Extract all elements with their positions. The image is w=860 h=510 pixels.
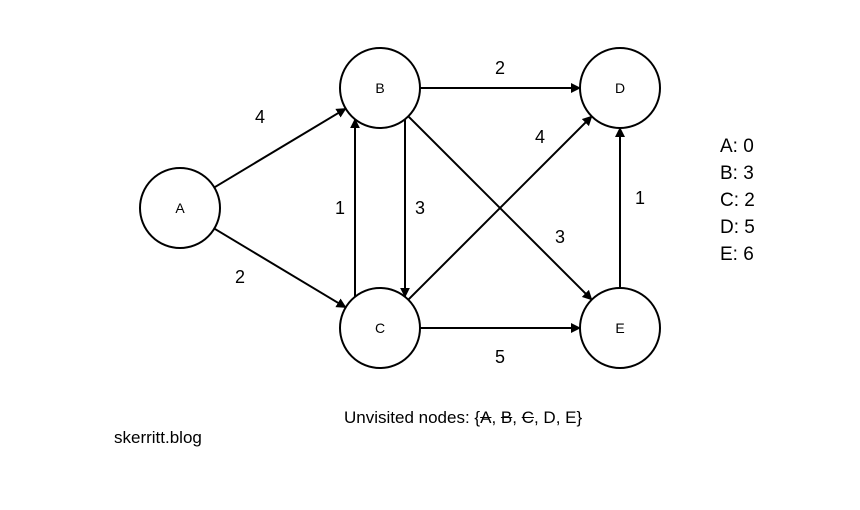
edge-weight-b-c: 3 [415, 198, 425, 218]
unvisited-separator: , [512, 408, 522, 427]
node-e: E [579, 287, 661, 369]
edge-a-c [213, 227, 347, 309]
unvisited-separator: , [491, 408, 501, 427]
distance-c: C: 2 [720, 190, 755, 211]
distance-table: A: 0 B: 3 C: 2 D: 5 E: 6 [720, 133, 755, 268]
edge-c-d [407, 115, 593, 301]
distance-d: D: 5 [720, 217, 755, 238]
watermark: skerritt.blog [114, 428, 202, 447]
distance-e: E: 6 [720, 244, 754, 265]
node-label-c: C [375, 320, 385, 336]
edge-weight-b-d: 2 [495, 58, 505, 78]
edge-weight-c-e: 5 [495, 347, 505, 367]
node-b: B [339, 47, 421, 129]
distance-a: A: 0 [720, 136, 754, 157]
node-circle-d [579, 47, 661, 129]
node-c: C [339, 287, 421, 369]
nodes-layer: A B C D E [139, 47, 661, 369]
node-circle-a [139, 167, 221, 249]
node-circle-b [339, 47, 421, 129]
edge-weight-a-c: 2 [235, 267, 245, 287]
node-circle-e [579, 287, 661, 369]
node-label-e: E [615, 320, 624, 336]
edge-weight-c-d: 4 [535, 127, 545, 147]
unvisited-separator: , [555, 408, 566, 427]
unvisited-item-c: C [521, 408, 534, 427]
unvisited-item-b: B [500, 408, 513, 427]
distance-b: B: 3 [720, 163, 754, 184]
edge-weight-b-e: 3 [555, 227, 565, 247]
unvisited-items: A, B, C, D, E [480, 408, 576, 427]
unvisited-prefix: Unvisited nodes: { [344, 408, 481, 427]
node-label-a: A [175, 200, 185, 216]
unvisited-nodes: Unvisited nodes: {A, B, C, D, E} [344, 408, 582, 428]
edges-layer: 4 2 1 3 2 3 4 5 1 [213, 58, 645, 367]
edge-weight-c-b: 1 [335, 198, 345, 218]
node-label-b: B [375, 80, 384, 96]
unvisited-separator: , [533, 408, 544, 427]
node-d: D [579, 47, 661, 129]
node-circle-c [339, 287, 421, 369]
node-label-d: D [615, 80, 625, 96]
unvisited-item-a: A [480, 408, 492, 427]
unvisited-item-d: D [543, 408, 556, 427]
edge-a-b [213, 107, 347, 189]
edge-weight-a-b: 4 [255, 107, 265, 127]
unvisited-suffix: } [576, 408, 583, 427]
unvisited-item-e: E [565, 408, 577, 427]
node-a: A [139, 167, 221, 249]
edge-weight-e-d: 1 [635, 188, 645, 208]
